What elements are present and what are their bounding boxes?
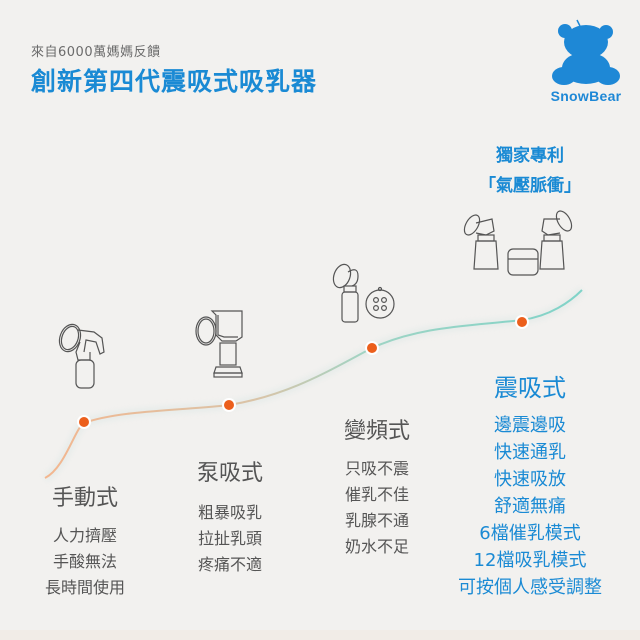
stage-vibration-point: 舒適無痛 bbox=[494, 496, 566, 517]
bear-icon bbox=[552, 19, 620, 85]
stage-manual-point: 人力擠壓 bbox=[52, 526, 117, 545]
patent-line-1: 獨家專利 bbox=[496, 146, 564, 166]
stage-vibration-points: 邊震邊吸 快速通乳 快速吸放 舒適無痛 6檔催乳模式 12檔吸乳模式 可按個人感… bbox=[430, 412, 630, 601]
stage-pump-point: 粗暴吸乳 bbox=[197, 503, 262, 522]
stage-variable-points: 只吸不震 催乳不佳 乳腺不通 奶水不足 bbox=[322, 456, 432, 560]
stage-pump-point: 拉扯乳頭 bbox=[197, 529, 262, 548]
stage-vibration-point: 快速吸放 bbox=[494, 469, 566, 490]
header-subtitle: 來自6000萬媽媽反饋 bbox=[31, 45, 161, 60]
page-title: 創新第四代震吸式吸乳器 bbox=[31, 67, 318, 96]
brand-name: SnowBear bbox=[550, 88, 622, 104]
stage-variable-point: 乳腺不通 bbox=[344, 511, 409, 530]
stage-pump-points: 粗暴吸乳 拉扯乳頭 疼痛不適 bbox=[175, 500, 285, 578]
stage-vibration-title: 震吸式 bbox=[494, 374, 566, 402]
stage-manual-points: 人力擠壓 手酸無法 長時間使用 bbox=[20, 523, 150, 601]
patent-label: 獨家專利 「氣壓脈衝」 bbox=[460, 141, 600, 201]
bottom-band bbox=[0, 630, 640, 640]
stage-pump-title: 泵吸式 bbox=[196, 461, 263, 486]
stage-pump-point: 疼痛不適 bbox=[197, 555, 262, 574]
patent-line-2: 「氣壓脈衝」 bbox=[479, 176, 581, 196]
stage-vibration-point: 6檔催乳模式 bbox=[479, 523, 581, 544]
stage-variable-point: 催乳不佳 bbox=[344, 485, 409, 504]
timeline-dots bbox=[77, 315, 529, 429]
brand-logo: SnowBear bbox=[540, 18, 632, 108]
stage-manual-title: 手動式 bbox=[51, 486, 118, 511]
stage-manual-point: 手酸無法 bbox=[52, 552, 117, 571]
stage-vibration-point: 快速通乳 bbox=[494, 442, 566, 463]
pump-suction-icon bbox=[195, 310, 243, 378]
stage-vibration-point: 可按個人感受調整 bbox=[458, 577, 602, 598]
manual-pump-icon bbox=[58, 323, 105, 389]
stage-manual-point: 長時間使用 bbox=[44, 578, 125, 597]
stage-vibration-point: 邊震邊吸 bbox=[494, 415, 566, 436]
stage-variable-title: 變頻式 bbox=[343, 419, 410, 444]
stage-variable-point: 只吸不震 bbox=[344, 459, 409, 478]
variable-frequency-pump-icon bbox=[332, 263, 395, 323]
stage-variable-point: 奶水不足 bbox=[344, 537, 409, 556]
stage-vibration-point: 12檔吸乳模式 bbox=[473, 550, 587, 571]
double-vibration-pump-icon bbox=[463, 210, 573, 276]
